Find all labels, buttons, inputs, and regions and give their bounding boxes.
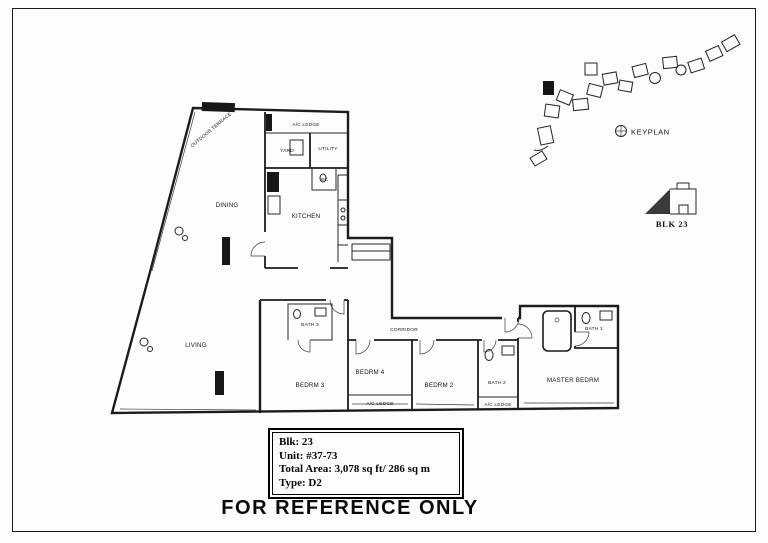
keyplan-cluster [529, 33, 741, 167]
reference-only-notice: FOR REFERENCE ONLY [221, 497, 479, 519]
room-label-bedrm2: BEDRM 2 [425, 382, 454, 389]
room-label-bedrm3: BEDRM 3 [296, 382, 325, 389]
blk23-diagram [645, 182, 697, 215]
room-label-bath3: BATH 3 [301, 322, 319, 328]
info-line-unit: Unit: #37-73 [279, 449, 338, 462]
room-label-corridor: CORRIDOR [390, 327, 418, 333]
keyplan-unit-highlight [543, 81, 554, 95]
room-label-living: LIVING [185, 342, 207, 349]
info-line-total-area: Total Area: 3,078 sq ft/ 286 sq m [279, 463, 430, 475]
unit-info-box-inner: Blk: 23 Unit: #37-73 Total Area: 3,078 s… [272, 432, 460, 495]
room-label-dining: DINING [216, 202, 239, 209]
room-label-bath1: BATH 1 [585, 326, 603, 332]
room-label-master-bedrm: MASTER BEDRM [547, 377, 599, 384]
blk23-hatched-wing [645, 189, 670, 214]
room-label-ac-ledge-bedrm4: A/C LEDGE [366, 401, 393, 407]
room-label-outdoor-terrace: OUTDOOR TERRACE [190, 111, 233, 149]
interior-walls [258, 112, 618, 413]
room-label-bedrm4: BEDRM 4 [356, 369, 385, 376]
room-label-ac-ledge-bath2: A/C LEDGE [484, 402, 511, 408]
unit-info-box: Blk: 23 Unit: #37-73 Total Area: 3,078 s… [268, 428, 464, 499]
windows [119, 111, 614, 411]
info-line-type: Type: D2 [279, 476, 322, 489]
room-label-utility: UTILITY [318, 146, 338, 152]
room-label-wc: WC [320, 177, 329, 183]
doors [250, 241, 590, 355]
fixtures-furniture [139, 102, 613, 395]
keyplan-symbol [615, 125, 627, 137]
room-label-ac-ledge-top: A/C LEDGE [292, 122, 319, 128]
keyplan-label: KEYPLAN [631, 128, 670, 137]
room-label-yard: YARD [280, 148, 294, 154]
exterior-walls [110, 106, 620, 415]
room-label-bath2: BATH 2 [488, 380, 506, 386]
room-labels: OUTDOOR TERRACE A/C LEDGE YARD UTILITY W… [185, 111, 603, 408]
blk23-label: BLK 23 [656, 219, 688, 229]
room-label-kitchen: KITCHEN [292, 213, 321, 220]
info-line-blk: Blk: 23 [279, 436, 313, 448]
